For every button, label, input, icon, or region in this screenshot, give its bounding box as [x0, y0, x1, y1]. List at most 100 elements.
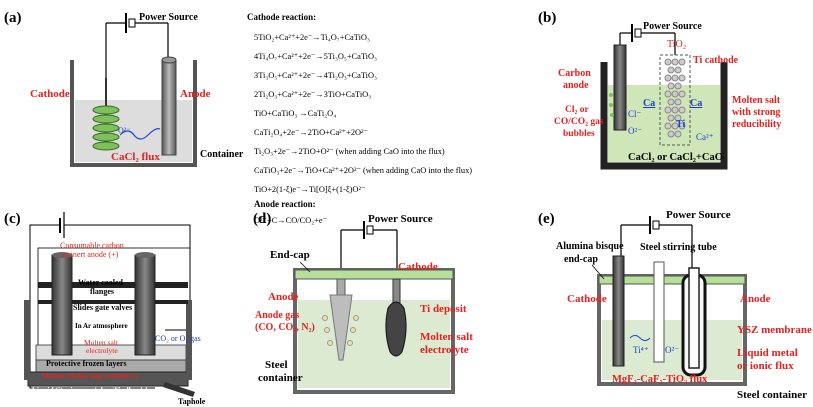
molten-label-3: reducibility — [732, 119, 781, 130]
flux-label: CaCl₂ flux — [111, 151, 160, 163]
taphole-pipe — [163, 382, 195, 397]
panel-label-e: (e) — [538, 211, 555, 227]
stirring-tube — [653, 261, 665, 363]
anode-rod-right — [134, 254, 156, 356]
gas-label-3: bubbles — [563, 129, 595, 139]
anode-rod — [329, 294, 353, 361]
cathode-coil — [92, 105, 120, 151]
molten-salt-fill — [608, 85, 720, 162]
tio2-label: TiO₂ — [667, 39, 686, 50]
molten-label-1: Molten salt — [420, 331, 473, 343]
crucible — [600, 62, 728, 170]
panel-c: (c) Consumable carbon or inert anode (+)… — [4, 211, 206, 406]
gate-valve — [38, 300, 188, 304]
bisque-label-2: end-cap — [564, 254, 598, 265]
cl-ion-label: Cl⁻ — [628, 109, 642, 119]
panel-label-d: (d) — [253, 211, 271, 227]
reaction-8: CaTiO₃+2e⁻→TiO+Ca²⁺+2O²⁻ (when adding Ca… — [254, 166, 472, 175]
endcap-label: End-cap — [270, 249, 310, 261]
anode-rod — [161, 59, 177, 156]
anode-rod-left — [51, 254, 73, 356]
o2-ion-label: O²⁻ — [665, 345, 679, 355]
panel-label-a: (a) — [4, 10, 22, 26]
panel-b: (b) Power Source TiO₂ Ti cat — [538, 10, 781, 170]
liquid-label-2: or ionic flux — [737, 360, 794, 372]
reaction-4: 2Ti₂O₃+Ca²⁺+2e⁻→3TiO+CaTiO₃ — [254, 90, 371, 99]
taphole-label: Taphole — [178, 397, 206, 406]
ysz-label: YSZ membrane — [737, 324, 812, 336]
frozen-label: Protective frozen layers — [46, 359, 127, 368]
bisque-label-1: Alumina bisque — [556, 241, 624, 252]
slides-label: Slides gate valves — [73, 303, 132, 312]
battery-cell — [652, 220, 660, 230]
steel-label-1: Steel — [265, 359, 288, 371]
consumable-label-2: or inert anode (+) — [62, 250, 119, 259]
cathode-label: Cathode — [398, 261, 438, 273]
reaction-7: Ti₂O₃+2e⁻→2TiO+O²⁻ (when adding CaO into… — [254, 147, 445, 156]
cathode-label: Cathode — [30, 88, 70, 100]
liquid-label: Liquid titanium metal or Ti-alloy (-) — [32, 385, 148, 394]
battery-cell — [634, 28, 642, 38]
panel-d: (d) Power Source End-cap Cathode Anode A… — [253, 211, 473, 394]
flux-label: MgF₂-CaF₂-TiO₂ flux — [612, 374, 708, 385]
anode-label: Anode — [740, 293, 771, 305]
gas-label-1: Anode gas — [255, 310, 299, 321]
cathode-rod — [612, 255, 625, 367]
panel-label-c: (c) — [4, 211, 21, 227]
reaction-6: CaTi₂O₄+2e⁻→2TiO+Ca²⁺+2O²⁻ — [254, 128, 368, 137]
molten-label-2: with strong — [732, 107, 780, 118]
anode-label: Anode — [180, 88, 211, 100]
ca-label-2: Ca — [690, 98, 702, 109]
power-source-label: Power Source — [139, 12, 198, 23]
molten-label-2: electrolyte — [420, 344, 469, 356]
water-label-2: flanges — [90, 287, 114, 296]
anode-reaction: O²⁻+C→CO/CO₂+e⁻ — [254, 216, 327, 225]
liquid-label-1: Liquid metal — [737, 347, 798, 359]
gas-label-1: Cl₂ or — [565, 105, 589, 115]
carbon-label: Carbon — [558, 68, 591, 79]
bisque-end-cap — [598, 275, 746, 285]
reaction-9: TiO+2(1-ξ)e⁻→Ti[O]ξ+(1-ξ)O²⁻ — [254, 185, 365, 194]
steel-label: Steel container — [737, 389, 807, 401]
ion-path — [119, 128, 161, 140]
end-cap — [294, 269, 454, 280]
electrolyte-fill — [298, 300, 450, 388]
co2-label: CO₂ or O₂ gas — [155, 334, 201, 343]
power-source-label: Power Source — [643, 21, 702, 32]
panel-a: (a) Power Source O²⁻ Cathode Anode CaCl₂… — [4, 10, 472, 225]
water-label-1: Water cooled — [78, 278, 124, 287]
slag-label: Molten titania slag cathode (-) — [42, 371, 139, 380]
panel-label-b: (b) — [538, 10, 556, 26]
cathode-label: Cathode — [567, 293, 607, 305]
molten-label-2: electrolyte — [86, 346, 118, 355]
ti-deposit-label: Ti deposit — [420, 303, 467, 315]
ca-label-1: Ca — [643, 98, 655, 109]
ca-ion-label: Ca²⁺ — [696, 132, 714, 142]
ti-ion-label: Ti⁴⁺ — [633, 345, 649, 355]
steel-label-2: container — [258, 372, 303, 384]
water-flange — [38, 282, 188, 288]
stirring-label: Steel stirring tube — [640, 242, 717, 253]
anode-label: anode — [563, 80, 589, 91]
anode-rod — [688, 267, 700, 369]
o2-ion-label: O²⁻ — [628, 126, 642, 136]
reaction-3: 3Ti₃O₅+Ca²⁺+2e⁻→4Ti₂O₃+CaTiO₃ — [254, 71, 377, 80]
panel-e: (e) Power Source Ti⁴⁺ O²⁻ Alumina bisque… — [538, 209, 812, 401]
anode-label: Anode — [268, 291, 299, 303]
reaction-5: TiO+CaTiO₃ →CaTi₂O₄ — [254, 109, 336, 118]
power-source-label: Power Source — [368, 213, 433, 225]
container — [70, 60, 197, 167]
ti-deposit — [385, 301, 407, 357]
anode-reaction-title: Anode reaction: — [254, 199, 316, 209]
ti-label: Ti — [676, 119, 685, 130]
power-source-label: Power Source — [666, 209, 731, 221]
gas-label-2: CO/CO₂ gas — [554, 117, 604, 127]
molten-label-1: Molten salt — [84, 338, 119, 347]
tio2-particles — [664, 58, 686, 138]
reaction-1: 5TiO₂+Ca²⁺+2e⁻→Ti₄O₇+CaTiO₃ — [254, 33, 370, 42]
ar-label: In Ar atmosphere — [75, 322, 128, 330]
molten-label-1: Molten salt — [732, 95, 781, 106]
consumable-label-1: Consumable carbon — [60, 241, 124, 250]
cathode-reaction-title: Cathode reaction: — [247, 12, 316, 22]
reaction-2: 4Ti₄O₇+Ca²⁺+2e⁻→5Ti₃O₅+CaTiO₃ — [254, 52, 377, 61]
